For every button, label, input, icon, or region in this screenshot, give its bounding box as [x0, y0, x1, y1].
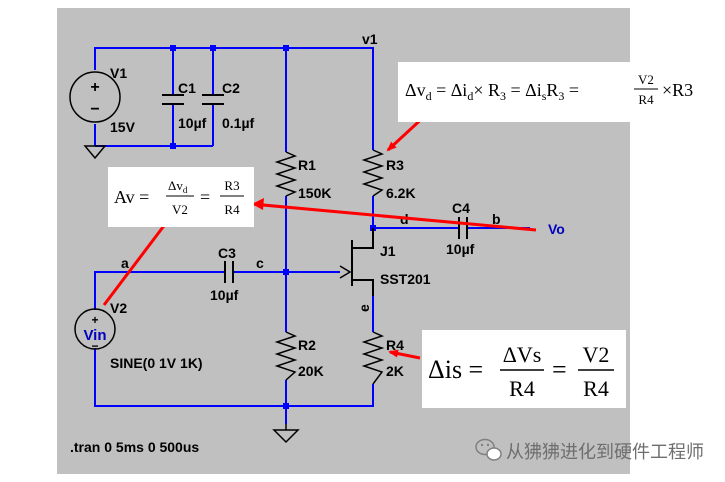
- c3-name: C3: [218, 245, 236, 261]
- net-label-e: e: [356, 304, 372, 312]
- arrow-to-r4: [388, 349, 421, 360]
- eq-top-tail: ×R3: [662, 80, 693, 100]
- v1-name: V1: [110, 65, 127, 81]
- r3-value: 6.2K: [386, 185, 416, 201]
- eq-gain-f2-num: R3: [224, 178, 239, 193]
- watermark: 从狒狒进化到硬件工程师: [475, 438, 704, 463]
- spice-directive: .tran 0 5ms 0 500us: [70, 439, 199, 455]
- c4-name: C4: [452, 200, 470, 216]
- r1-name: R1: [298, 157, 316, 173]
- v2-value: SINE(0 1V 1K): [110, 355, 203, 371]
- v1-source: + −: [69, 71, 121, 123]
- ground-symbols: [83, 145, 300, 444]
- r3-name: R3: [386, 157, 404, 173]
- r2-symbol: [274, 331, 298, 381]
- eq-top-eq2: × R: [473, 80, 500, 100]
- wechat-icon: [475, 438, 502, 461]
- eq-gain-f1-num-sub: d: [183, 185, 188, 195]
- watermark-text: 从狒狒进化到硬件工程师: [506, 442, 704, 463]
- arrow-from-vo: [251, 202, 537, 232]
- eq-is-lhs: Δis =: [428, 355, 483, 384]
- r4-symbol: [361, 331, 385, 385]
- v2-minus: −: [91, 339, 98, 353]
- c3-symbol: [224, 261, 234, 283]
- v1-minus: −: [90, 101, 99, 118]
- svg-text:Δvd = Δid× R3 = ΔisR3 =: Δvd = Δid× R3 = ΔisR3 =: [405, 80, 579, 103]
- j1-model: SST201: [380, 271, 431, 287]
- eq-is-f1-num: ΔVs: [503, 342, 542, 367]
- v2-source: + −: [74, 308, 116, 353]
- eq-top-lhs: Δv: [405, 80, 426, 100]
- c4-value: 10µf: [446, 241, 475, 257]
- c3-value: 10µf: [210, 287, 239, 303]
- r1-value: 150K: [298, 185, 331, 201]
- eq-gain-f2-den: R4: [224, 202, 240, 217]
- c2-name: C2: [222, 80, 240, 96]
- eq-top-lhs-sub: d: [426, 89, 432, 103]
- net-label-a: a: [121, 255, 129, 271]
- eq-is-eq: =: [552, 355, 567, 384]
- eq-top-eq5: =: [564, 80, 579, 100]
- eq-top-eq4: R: [546, 80, 558, 100]
- eq-top-frac-num: V2: [638, 72, 654, 87]
- net-label-v1: v1: [362, 31, 378, 47]
- eq-top-frac-den: R4: [638, 92, 654, 107]
- eq-is-f2-den: R4: [583, 376, 609, 401]
- eq-gain-lhs: Av =: [114, 187, 149, 207]
- eq-top-box: [398, 62, 704, 122]
- c2-symbol: [202, 94, 224, 105]
- eq-is-box: [422, 330, 626, 408]
- eq-top-eq3: = Δi: [506, 80, 542, 100]
- eq-is-f1-den: R4: [509, 376, 535, 401]
- wires: [94, 47, 530, 424]
- v2-plus: +: [91, 313, 98, 327]
- eq-gain-f1-den: V2: [172, 202, 188, 217]
- eq-gain-box: [108, 167, 254, 227]
- eq-gain-eq: =: [200, 187, 210, 207]
- net-label-vo: Vo: [548, 221, 565, 237]
- r4-name: R4: [386, 337, 404, 353]
- r2-value: 20K: [298, 363, 324, 379]
- j1-symbol: [339, 228, 374, 296]
- net-label-b: b: [492, 211, 501, 227]
- v1-plus: +: [90, 79, 99, 96]
- eq-top-eq2-sub: 3: [500, 89, 506, 103]
- r4-value: 2K: [386, 363, 404, 379]
- eq-is-f2-num: V2: [583, 342, 610, 367]
- eq-is: Δis = ΔVs R4 = V2 R4: [428, 342, 614, 401]
- j1-name: J1: [380, 243, 396, 259]
- v2-name: V2: [110, 300, 127, 316]
- svg-text:Δvd: Δvd: [168, 178, 188, 195]
- eq-top-eq4-sub: 3: [558, 89, 564, 103]
- r2-name: R2: [298, 337, 316, 353]
- c1-symbol: [162, 94, 184, 105]
- r3-symbol: [361, 149, 385, 197]
- eq-top-eq3-sub: s: [542, 89, 547, 103]
- c1-name: C1: [178, 80, 196, 96]
- c1-value: 10µf: [178, 115, 207, 131]
- eq-top-eq1: = Δi: [432, 80, 468, 100]
- eq-gain-f1-num: Δv: [168, 178, 183, 193]
- eq-gain: Av = Δvd V2 = R3 R4: [114, 178, 244, 217]
- v1-value: 15V: [110, 119, 136, 135]
- r1-symbol: [274, 151, 298, 197]
- c4-symbol: [458, 217, 468, 239]
- v2-vin-label: Vin: [83, 327, 106, 344]
- eq-top-eq1-sub: d: [467, 89, 473, 103]
- eq-top: Δvd = Δid× R3 = ΔisR3 = V2 R4 ×R3: [405, 72, 693, 107]
- net-label-c: c: [256, 255, 264, 271]
- c2-value: 0.1µf: [222, 115, 255, 131]
